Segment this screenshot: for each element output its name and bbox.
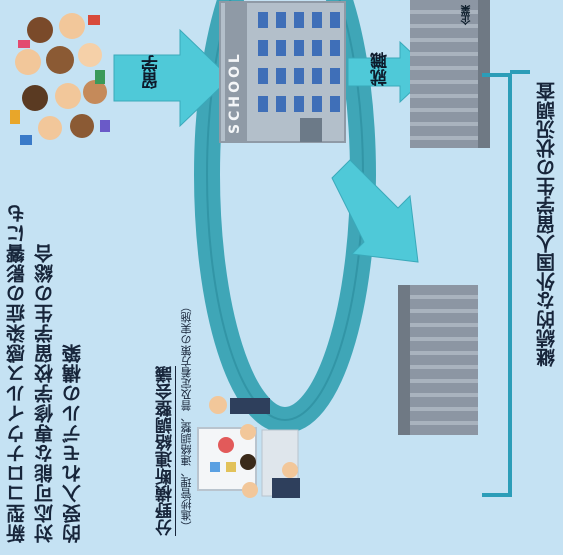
title-line-2: 対応可能な専修学校留学生の総合 (34, 243, 56, 543)
employment-label: 就職 (371, 52, 391, 86)
council-description: （進捗管理、連絡調整、普及定着方策の実施） (180, 301, 193, 532)
study-abroad-label: 留学 (142, 55, 162, 89)
diagonal-arrow (331, 159, 419, 263)
title-line-1: 新型コロナウイルス感染症の影響にも (6, 203, 28, 543)
survey-label: 継続的な外国人留学生の状況調査 (536, 82, 558, 367)
school-sign: SCHOOL (227, 51, 243, 134)
school-building (219, 1, 346, 143)
students-illustration (10, 13, 110, 145)
title-line-3: 的受入れモデルの構築 (62, 343, 84, 543)
survey-bracket (482, 70, 530, 497)
study-abroad-arrow (113, 28, 231, 128)
meeting-illustration (197, 396, 300, 498)
council-name: 分野横断連絡調整会議 (156, 366, 176, 536)
company-sign: 企業 (462, 5, 473, 25)
company-building-bottom (398, 285, 478, 435)
company-building-top (410, 0, 490, 148)
